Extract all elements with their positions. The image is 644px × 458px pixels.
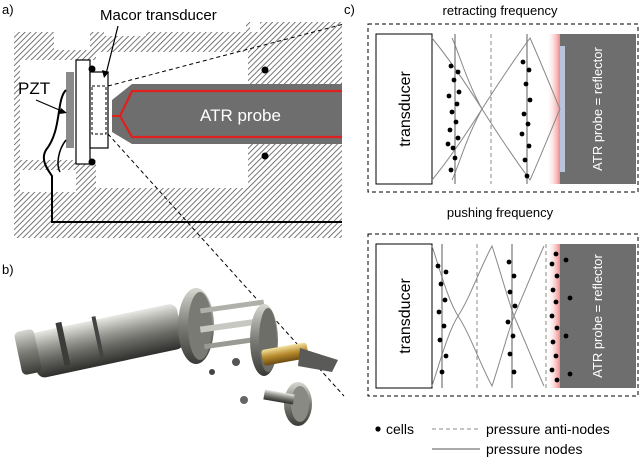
reflector-block <box>560 34 636 184</box>
pushing-title: pushing frequency <box>447 205 554 220</box>
reflector-label: ATR probe = reflector <box>590 46 605 170</box>
cells-cluster <box>505 259 518 375</box>
transducer-label: transducer <box>397 71 414 147</box>
panel-a-schematic: a) ATR probe Macor transducer <box>2 2 345 397</box>
macor-plate <box>75 59 91 165</box>
retracting-diagram: retracting frequency transducer ATR prob… <box>367 3 639 193</box>
legend-cells: cells <box>386 421 414 437</box>
atr-probe-body <box>112 84 342 144</box>
cells-legend-icon <box>375 426 381 432</box>
pzt-element <box>66 72 74 148</box>
retracting-frame <box>367 23 639 193</box>
cells-cluster <box>519 59 533 179</box>
panel-c-diagrams: c) retracting frequency transducer ATR p… <box>344 2 639 457</box>
legend-nodes: pressure nodes <box>486 441 583 457</box>
reflector-label: ATR probe = reflector <box>590 253 605 377</box>
screw-icon <box>261 152 269 160</box>
probe-assembly-photo <box>14 288 338 426</box>
cells-cluster <box>445 63 462 173</box>
screw-icon <box>261 66 269 74</box>
retracting-title: retracting frequency <box>443 3 558 18</box>
screw-icon <box>88 65 96 73</box>
cells-cluster <box>549 251 573 383</box>
transducer-block <box>375 33 433 185</box>
reflector-block <box>560 244 636 388</box>
panel-b-photo: b) <box>2 262 338 426</box>
legend: cells pressure anti-nodes pressure nodes <box>375 421 610 457</box>
panel-c-label: c) <box>344 2 355 17</box>
pzt-wire <box>42 89 342 223</box>
legend-anti-nodes: pressure anti-nodes <box>486 421 610 437</box>
pushing-diagram: pushing frequency transducer ATR probe =… <box>367 205 639 397</box>
atr-probe-label: ATR probe <box>200 106 281 125</box>
panel-a-label: a) <box>2 2 14 17</box>
macor-label: Macor transducer <box>100 7 217 24</box>
transducer-label: transducer <box>397 278 414 354</box>
pzt-label: PZT <box>18 79 50 98</box>
panel-b-label: b) <box>2 262 14 277</box>
reflector-gradient <box>546 34 560 184</box>
transducer-block <box>375 243 433 389</box>
cells-cluster <box>435 263 449 375</box>
screw-icon <box>88 158 96 166</box>
pushing-frame <box>367 233 639 397</box>
